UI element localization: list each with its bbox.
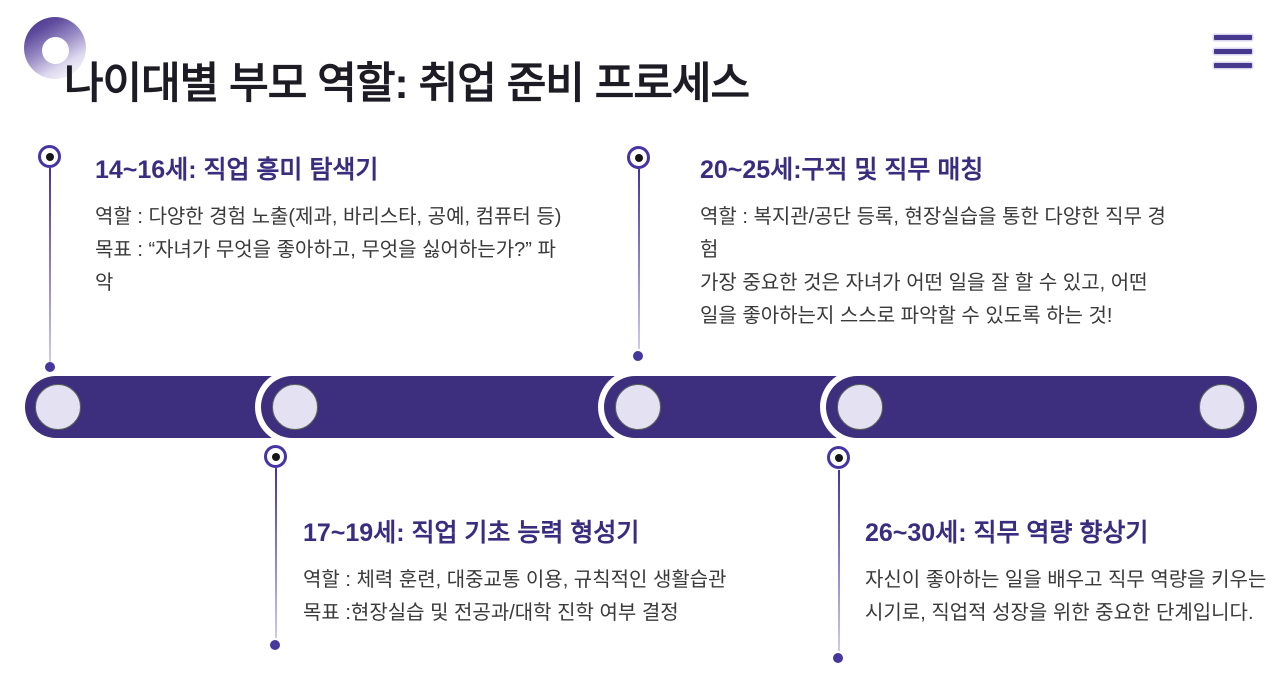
stage3-marker-ring-icon — [627, 146, 650, 169]
hamburger-line — [1214, 49, 1252, 54]
hamburger-line — [1214, 35, 1252, 40]
stage2-body-line: 역할 : 체력 훈련, 대중교통 이용, 규칙적인 생활습관 — [303, 569, 727, 591]
stage1-body-line: 목표 : “자녀가 무엇을 좋아하고, 무엇을 싫어하는가?” 파 — [95, 239, 556, 261]
stage2-body-line: 목표 :현장실습 및 전공과/대학 진학 여부 결정 — [303, 602, 679, 624]
stage4-connector-line — [838, 470, 840, 651]
stage3-body-line: 역할 : 복지관/공단 등록, 현장실습을 통한 다양한 직무 경 — [700, 206, 1166, 228]
timeline-node-circle — [837, 384, 883, 430]
stage4-body: 자신이 좋아하는 일을 배우고 직무 역량을 키우는 시기로, 직업적 성장을 … — [865, 564, 1266, 630]
stage1-marker-ring-icon — [38, 145, 61, 168]
timeline-node-circle — [1199, 384, 1245, 430]
gradient-donut-logo-icon — [24, 17, 86, 79]
stage4-heading: 26~30세: 직무 역량 향상기 — [865, 519, 1149, 547]
stage1-body: 역할 : 다양한 경험 노출(제과, 바리스타, 공예, 컴퓨터 등) 목표 :… — [95, 201, 561, 300]
stage1-text-block: 14~16세: 직업 흥미 탐색기 역할 : 다양한 경험 노출(제과, 바리스… — [95, 150, 561, 300]
stage1-connector-line — [49, 168, 51, 362]
stage4-body-line: 시기로, 직업적 성장을 위한 중요한 단계입니다. — [865, 602, 1254, 624]
hamburger-line — [1214, 63, 1252, 68]
timeline-node-circle — [615, 384, 661, 430]
stage1-body-line: 악 — [95, 272, 114, 294]
stage3-connector-dot — [633, 351, 643, 361]
stage2-connector-line — [275, 468, 277, 638]
stage4-text-block: 26~30세: 직무 역량 향상기 자신이 좋아하는 일을 배우고 직무 역량을… — [865, 513, 1266, 630]
stage2-connector-dot — [270, 640, 280, 650]
stage3-heading: 20~25세:구직 및 직무 매칭 — [700, 156, 984, 184]
stage2-marker-ring-icon — [264, 445, 287, 468]
stage3-body-line: 험 — [700, 239, 719, 261]
stage3-text-block: 20~25세:구직 및 직무 매칭 역할 : 복지관/공단 등록, 현장실습을 … — [700, 150, 1166, 333]
stage1-connector-dot — [45, 362, 55, 372]
stage3-connector-line — [638, 169, 640, 349]
stage1-heading: 14~16세: 직업 흥미 탐색기 — [95, 156, 379, 184]
stage2-heading: 17~19세: 직업 기초 능력 형성기 — [303, 519, 640, 547]
stage4-body-line: 자신이 좋아하는 일을 배우고 직무 역량을 키우는 — [865, 569, 1267, 591]
stage2-body: 역할 : 체력 훈련, 대중교통 이용, 규칙적인 생활습관 목표 :현장실습 … — [303, 564, 727, 630]
stage4-marker-ring-icon — [827, 446, 850, 469]
stage1-body-line: 역할 : 다양한 경험 노출(제과, 바리스타, 공예, 컴퓨터 등) — [95, 206, 562, 228]
stage3-body-line: 가장 중요한 것은 자녀가 어떤 일을 잘 할 수 있고, 어떤 — [700, 272, 1148, 294]
stage3-body: 역할 : 복지관/공단 등록, 현장실습을 통한 다양한 직무 경 험 가장 중… — [700, 201, 1166, 333]
stage2-text-block: 17~19세: 직업 기초 능력 형성기 역할 : 체력 훈련, 대중교통 이용… — [303, 513, 727, 630]
stage4-connector-dot — [833, 653, 843, 663]
stage3-body-line: 일을 좋아하는지 스스로 파악할 수 있도록 하는 것! — [700, 305, 1113, 327]
timeline-node-circle — [35, 384, 81, 430]
page-title: 나이대별 부모 역할: 취업 준비 프로세스 — [64, 59, 750, 108]
timeline-node-circle — [272, 384, 318, 430]
hamburger-menu-icon[interactable] — [1214, 35, 1252, 68]
